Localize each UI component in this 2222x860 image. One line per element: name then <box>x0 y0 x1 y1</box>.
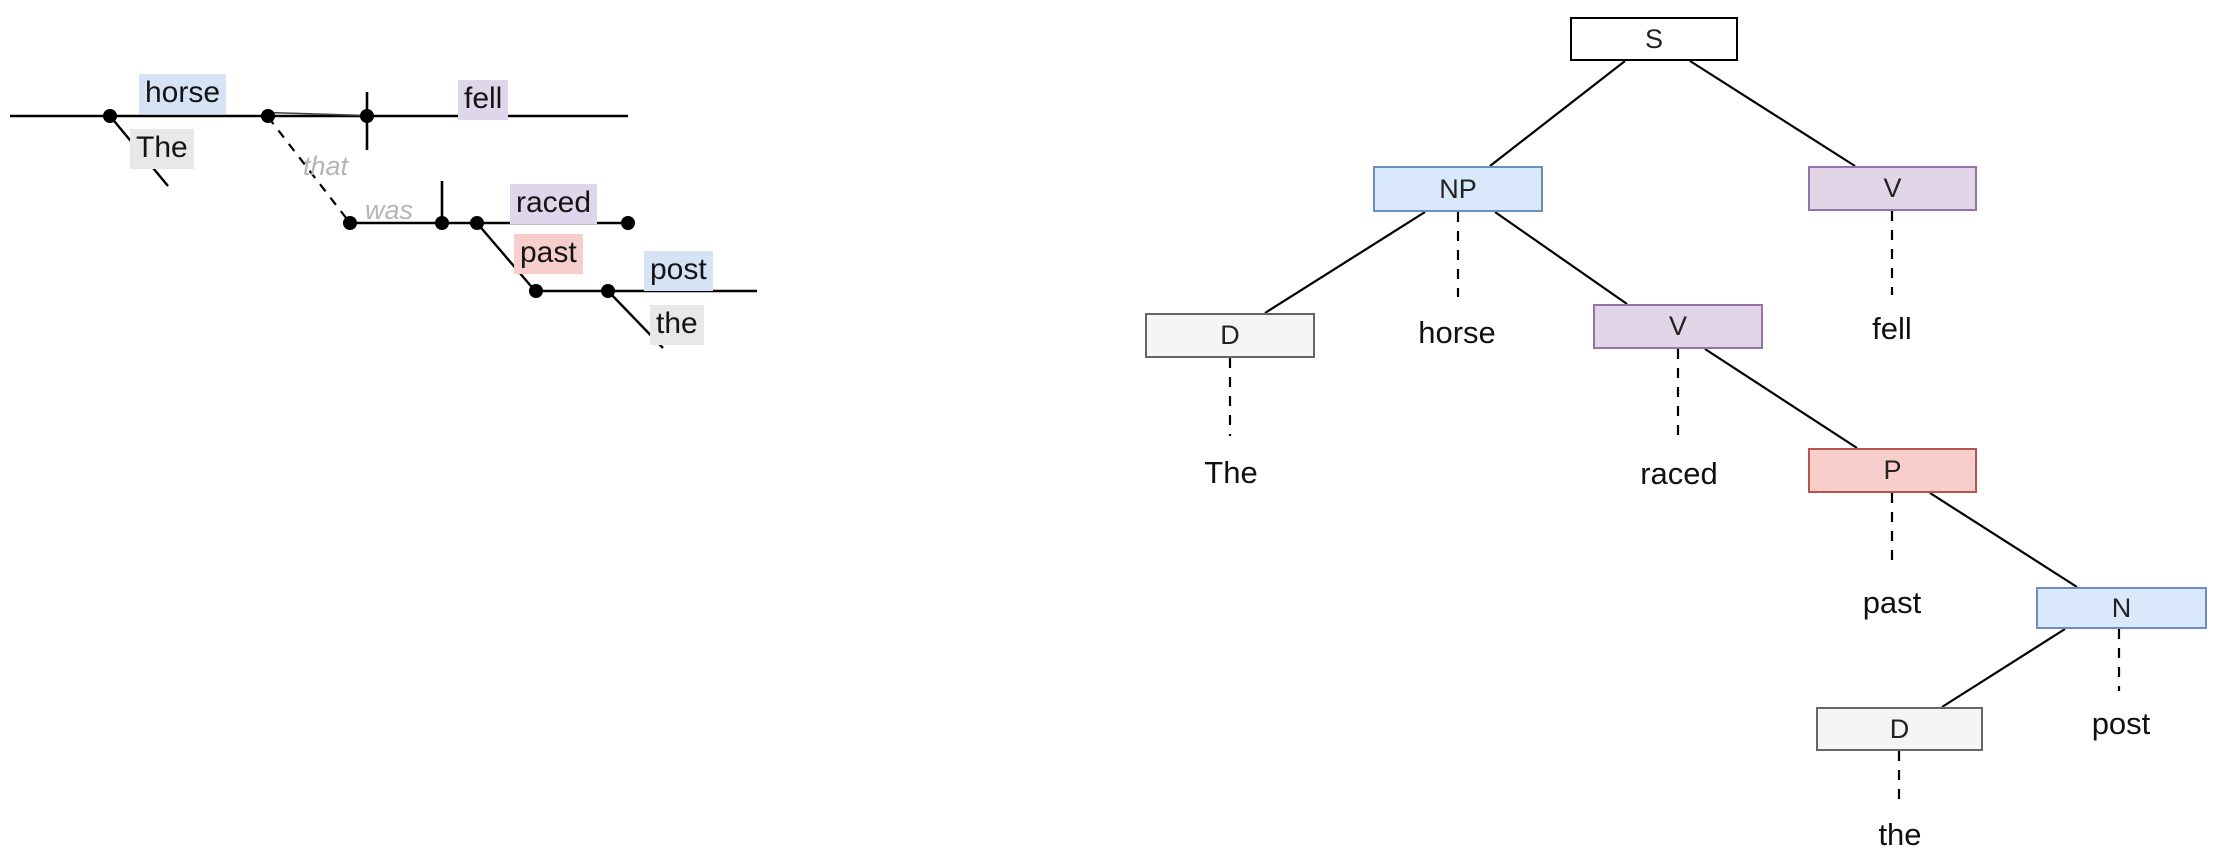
ghost-word-that: that <box>303 151 349 181</box>
diagram-word-the-2: the <box>650 305 704 345</box>
tree-leaf-the-2: the <box>1878 817 1922 852</box>
tree-node-s: S <box>1570 17 1738 61</box>
tree-node-d-the-1: D <box>1145 313 1315 358</box>
tree-node-v-fell: V <box>1808 166 1977 211</box>
diagram-word-fell: fell <box>458 80 509 120</box>
tree-leaf-horse: horse <box>1418 315 1496 350</box>
tree-leaf-raced: raced <box>1640 456 1718 491</box>
diagram-word-raced: raced <box>510 184 598 224</box>
tree-node-np: NP <box>1373 166 1543 212</box>
tree-node-n: N <box>2036 587 2207 629</box>
tree-leaf-past: past <box>1862 585 1922 620</box>
tree-node-v-raced: V <box>1593 304 1763 349</box>
tree-leaf-the-1: The <box>1204 455 1258 490</box>
diagram-word-the-1: The <box>130 129 194 169</box>
tree-node-d-the-2: D <box>1816 707 1983 751</box>
tree-leaf-post: post <box>2091 706 2151 741</box>
tree-leaf-fell: fell <box>1872 311 1912 346</box>
ghost-word-was: was <box>365 195 414 225</box>
diagram-word-post: post <box>644 251 713 291</box>
diagram-word-horse: horse <box>139 74 227 114</box>
diagram-word-past: past <box>514 234 583 274</box>
tree-node-p: P <box>1808 448 1977 493</box>
